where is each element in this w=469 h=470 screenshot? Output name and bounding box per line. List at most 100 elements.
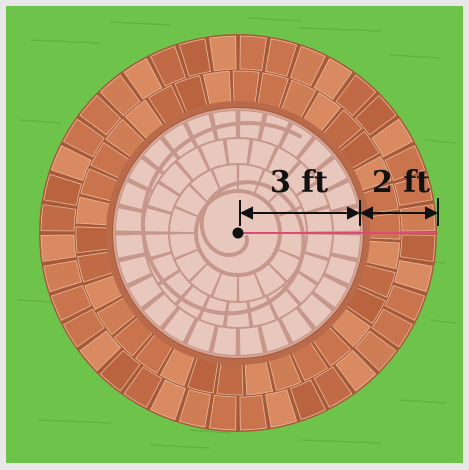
inner-tile	[299, 294, 332, 327]
inner-tile	[175, 185, 207, 216]
outer-brick	[371, 118, 413, 158]
inner-tile	[299, 139, 332, 172]
grass-streak	[109, 21, 171, 26]
inner-tile	[325, 256, 357, 284]
inner-tile	[325, 182, 357, 210]
outer-brick	[394, 173, 433, 206]
inner-brick	[216, 361, 244, 396]
inner-tile	[255, 264, 286, 296]
outer-brick	[40, 234, 77, 262]
inner-tile	[281, 309, 313, 342]
inner-tile	[119, 256, 151, 284]
outer-brick	[63, 308, 105, 348]
inner-brick	[232, 70, 260, 105]
outer-brick	[394, 260, 433, 293]
outer-brick	[150, 45, 186, 87]
outer-brick	[290, 45, 326, 87]
inner-tile	[163, 124, 195, 157]
inner-tile	[314, 276, 347, 308]
inner-tile	[187, 114, 215, 146]
inner-tile	[314, 158, 347, 190]
outer-brick	[239, 35, 267, 72]
outer-brick	[384, 145, 426, 181]
grass-streak	[299, 439, 381, 444]
outer-brick	[354, 94, 397, 136]
inner-tile	[148, 183, 179, 212]
grass-streak	[19, 119, 61, 124]
outer-brick	[335, 74, 377, 117]
inner-tile	[226, 138, 250, 164]
outer-brick	[384, 285, 426, 321]
outer-brick	[123, 366, 163, 408]
grass-streak	[299, 27, 381, 32]
inner-brick	[75, 226, 110, 254]
outer-brick	[313, 366, 353, 408]
inner-tile	[238, 165, 263, 193]
inner-tile	[119, 182, 151, 210]
grass-streak	[429, 319, 456, 324]
inner-tile	[190, 170, 221, 202]
inner-tile	[163, 309, 195, 342]
grass-streak	[39, 419, 111, 424]
inner-tile	[269, 250, 301, 281]
outer-brick	[99, 74, 141, 117]
inner-tile	[187, 320, 215, 352]
inner-tile	[278, 208, 306, 233]
inner-tile	[226, 302, 250, 327]
inner-tile	[116, 208, 144, 232]
center-point	[232, 227, 244, 239]
outer-brick	[399, 234, 436, 262]
inner-tile	[261, 114, 289, 146]
inner-tile	[268, 286, 299, 318]
grass-streak	[189, 429, 231, 434]
grass-streak	[399, 399, 446, 404]
outer-brick	[79, 94, 122, 136]
inner-tile	[159, 272, 192, 303]
outer-brick	[290, 379, 326, 421]
inner-tile	[332, 234, 360, 258]
outer-brick	[239, 394, 267, 431]
outer-brick	[43, 173, 82, 206]
outer-brick	[123, 58, 163, 100]
inner-tile	[261, 320, 289, 352]
inner-tile	[144, 234, 171, 258]
outer-brick	[40, 204, 77, 232]
outer-brick	[99, 349, 141, 392]
outer-brick	[209, 394, 237, 431]
inner-tile	[297, 183, 328, 212]
inner-radius-label: 3 ft	[270, 165, 328, 200]
outer-brick	[50, 285, 92, 321]
outer-brick	[335, 349, 377, 392]
inner-tile	[144, 139, 177, 172]
outer-brick	[50, 145, 92, 181]
outer-brick	[371, 308, 413, 348]
ring-width-label: 2 ft	[372, 165, 430, 200]
outer-brick	[354, 330, 397, 372]
inner-tile	[278, 233, 306, 258]
inner-tile	[305, 208, 332, 232]
inner-tile	[249, 140, 276, 169]
inner-tile	[284, 163, 317, 194]
inner-tile	[144, 294, 177, 327]
inner-tile	[213, 327, 237, 355]
inner-tile	[268, 148, 299, 180]
inner-tile	[129, 276, 162, 308]
outer-brick	[399, 204, 436, 232]
outer-brick	[265, 389, 298, 428]
inner-tile	[238, 273, 263, 301]
grass-streak	[149, 444, 211, 449]
inner-tile	[177, 148, 208, 180]
inner-tile	[200, 140, 227, 169]
outer-brick	[43, 260, 82, 293]
inner-tile	[175, 250, 207, 281]
inner-tile	[170, 208, 198, 233]
grass-streak	[389, 54, 441, 59]
outer-brick	[178, 389, 211, 428]
inner-tile	[170, 233, 198, 258]
inner-tile	[213, 273, 238, 301]
outer-brick	[209, 35, 237, 72]
inner-tile	[297, 254, 328, 283]
outer-brick	[79, 330, 122, 372]
inner-tile	[159, 163, 192, 194]
